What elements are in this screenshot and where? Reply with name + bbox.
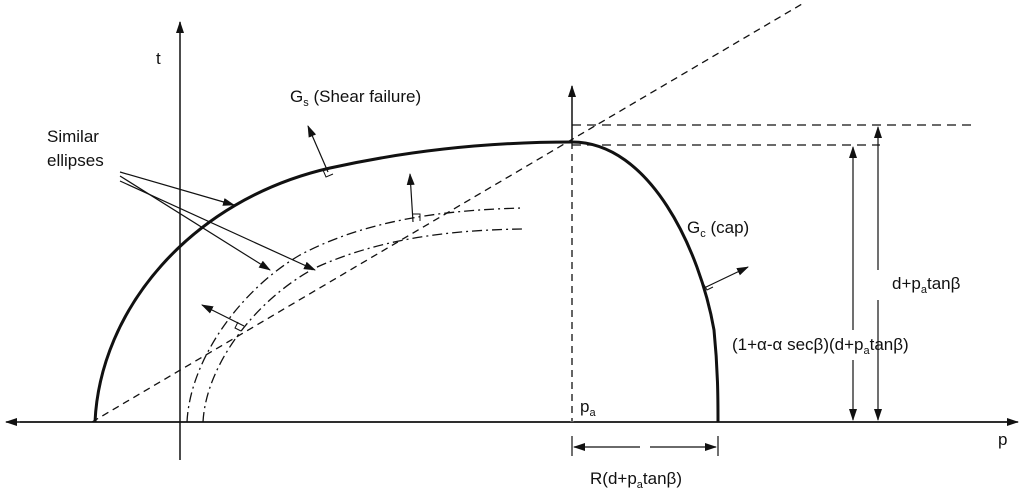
normal-shear-main-square [322,169,334,178]
p-axis-label: p [998,430,1008,449]
alpha-pre: (1+α-α secβ)(d+p [732,335,864,354]
cap-sub: c [700,228,706,240]
t-axis-label: t [156,49,161,68]
similar-ellipse-outer [186,207,523,423]
r-pre: R(d+p [590,469,637,488]
shear-failure-label: Gs (Shear failure) [290,87,422,109]
pa-label: pa [580,397,596,419]
r-sub: a [636,479,643,491]
similar-ellipse-inner [202,228,523,423]
shear-g: G [290,87,304,106]
d-pa-tan-label: d+patanβ [892,274,961,296]
leader-arrow-2 [119,175,271,271]
d-pa-post: tanβ [926,274,961,293]
normal-ellipse-low [201,304,245,327]
alpha-expr-label: (1+α-α secβ)(d+patanβ) [732,335,909,357]
r-expr-label: R(d+patanβ) [590,469,682,491]
cap-label: Gc (cap) [687,218,750,240]
yield-surface-curve [93,140,720,423]
cap-rest: (cap) [705,218,750,237]
leader-arrow-3 [119,180,316,271]
alpha-sub: a [863,345,870,357]
normal-shear-main [307,125,329,173]
normal-ellipse-mid [406,173,415,223]
similar-label-line1: Similar [47,127,99,146]
d-pa-pre: d+p [892,274,921,293]
leader-arrow-1 [119,171,235,206]
d-pa-sub: a [920,284,927,296]
similar-label-line2: ellipses [47,151,104,170]
normal-ellipse-mid-square [413,213,421,221]
cap-g: G [687,218,701,237]
shear-rest: (Shear failure) [308,87,422,106]
normal-cap [703,266,749,289]
shear-sub: s [303,97,309,109]
normal-cap-square [702,282,714,291]
normal-ellipse-low-square [234,321,242,332]
pa-sub: a [589,407,596,419]
pa-p: p [580,397,590,416]
r-post: tanβ) [642,469,682,488]
alpha-post: tanβ) [869,335,909,354]
